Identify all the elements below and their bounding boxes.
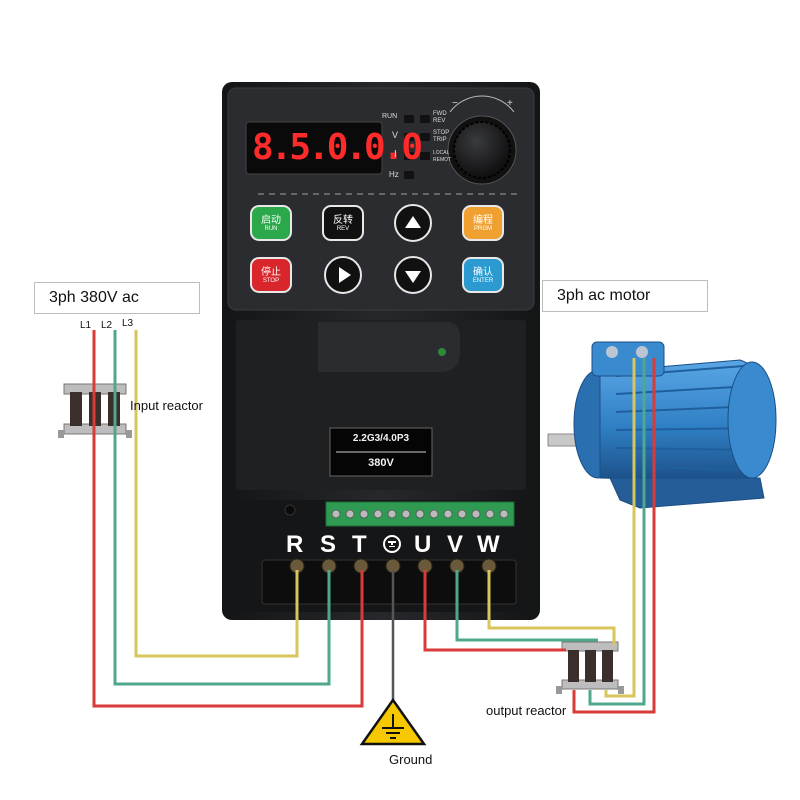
phase-l1-label: L1 (80, 320, 92, 331)
indicator-remote-label: REMOT (433, 157, 452, 163)
knob-plus-label: + (507, 98, 513, 109)
power-terminal-screws (261, 558, 517, 605)
triangle-up-icon (405, 215, 421, 228)
indicator-hz-label: Hz (389, 170, 399, 179)
output-reactor (556, 641, 624, 694)
right-button[interactable] (324, 256, 362, 294)
indicator-i-label: I (394, 149, 397, 160)
up-button[interactable] (394, 204, 432, 242)
indicator-local-label: LOCAL (433, 150, 450, 156)
terminal-r-label: R (286, 531, 304, 558)
triangle-right-icon (338, 267, 351, 283)
output-reactor-label: output reactor (486, 703, 567, 718)
indicator-leds (404, 115, 430, 179)
run-button[interactable]: 启动 RUN (250, 205, 292, 241)
rev-button[interactable]: 反转 REV (322, 205, 364, 241)
indicator-fwd-label: FWD (433, 111, 447, 117)
wire-w-motor (604, 358, 636, 698)
phase-l3-label: L3 (122, 318, 134, 329)
wire-v-out (455, 570, 598, 642)
indicator-stop-label: STOP (433, 130, 450, 136)
indicator-run-label: RUN (382, 113, 398, 120)
wire-l1 (92, 330, 364, 708)
wire-u-out (423, 570, 566, 652)
frequency-display: 8.5.0.0.0 (252, 127, 423, 168)
motor (547, 341, 777, 509)
control-terminal-screws (331, 509, 509, 519)
wire-w-out (487, 570, 616, 645)
wires (92, 330, 656, 714)
run-button-cn: 启动 (261, 215, 281, 226)
model-number: 2.2G3/4.0P3 (352, 433, 410, 444)
mount-hole (284, 504, 296, 516)
terminal-w-label: W (477, 531, 500, 558)
ground-label: Ground (389, 752, 433, 767)
knob-minus-label: − (452, 98, 458, 109)
stop-button[interactable]: 停止 STOP (250, 257, 292, 293)
terminal-ground-icon (383, 535, 401, 553)
motor-rear-cover (727, 361, 777, 479)
indicator-trip-label: TRIP (433, 137, 447, 143)
run-button-en: RUN (264, 226, 278, 232)
enter-button[interactable]: 确认 ENTER (462, 257, 504, 293)
speed-knob[interactable] (453, 121, 511, 179)
cable-window (318, 322, 460, 372)
status-led (438, 348, 446, 356)
inverter (222, 82, 540, 620)
stop-button-en: STOP (262, 278, 280, 284)
enter-button-cn: 确认 (473, 267, 493, 278)
triangle-down-icon (405, 270, 421, 283)
knob-scale-arc (449, 95, 515, 113)
terminal-s-label: S (320, 531, 337, 558)
wire-u-motor (572, 358, 656, 714)
indicator-rev-label: REV (433, 118, 446, 124)
terminal-u-label: U (414, 531, 432, 558)
wire-v-motor (588, 358, 646, 706)
motor-feet (609, 477, 765, 509)
down-button[interactable] (394, 256, 432, 294)
enter-button-en: ENTER (472, 278, 494, 284)
wire-l3 (134, 330, 299, 658)
phase-l2-label: L2 (101, 320, 113, 331)
supply-label: 3ph 380V ac (34, 282, 200, 314)
terminal-v-label: V (447, 531, 464, 558)
rev-button-cn: 反转 (333, 215, 353, 226)
prgm-button[interactable]: 编程 PRGM (462, 205, 504, 241)
indicator-v-label: V (392, 130, 399, 140)
ground-symbol (359, 697, 427, 746)
stop-button-cn: 停止 (261, 267, 281, 278)
terminal-t-label: T (352, 531, 367, 558)
model-voltage: 380V (368, 457, 394, 469)
prgm-button-cn: 编程 (473, 215, 493, 226)
motor-label: 3ph ac motor (542, 280, 708, 312)
prgm-button-en: PRGM (474, 226, 492, 232)
rev-button-en: REV (336, 226, 350, 232)
display-window (245, 121, 383, 175)
input-reactor-label: Input reactor (130, 398, 203, 413)
wire-l2 (113, 330, 331, 686)
